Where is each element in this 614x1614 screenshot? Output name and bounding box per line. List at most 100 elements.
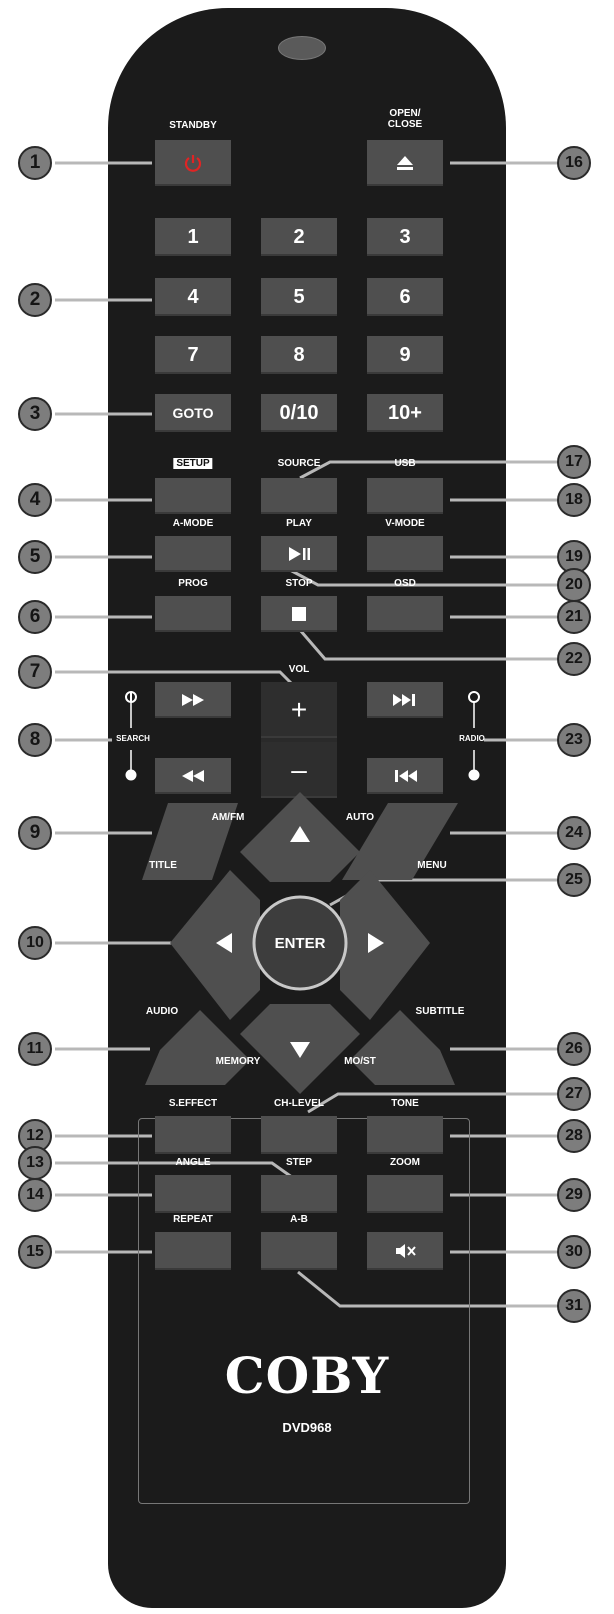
a-b-label: A-B xyxy=(290,1214,308,1225)
digit-4-button[interactable]: 4 xyxy=(155,278,231,316)
ir-window xyxy=(278,36,326,60)
angle-button[interactable] xyxy=(155,1175,231,1213)
radio-next-button[interactable] xyxy=(367,682,443,718)
nav-right-key[interactable] xyxy=(340,870,430,1020)
setup-label: SETUP xyxy=(173,458,213,469)
volume-up-button[interactable]: + xyxy=(261,682,337,738)
callout-21: 21 xyxy=(557,600,591,634)
volume-down-button[interactable]: – xyxy=(261,742,337,798)
source-button[interactable] xyxy=(261,478,337,514)
digit-9-button[interactable]: 9 xyxy=(367,336,443,374)
subtitle-label: SUBTITLE xyxy=(415,1006,465,1017)
digit-3-button[interactable]: 3 xyxy=(367,218,443,256)
subtitle-most-key[interactable] xyxy=(350,1010,455,1085)
angle-label: ANGLE xyxy=(175,1157,211,1168)
a-mode-button[interactable] xyxy=(155,536,231,572)
callout-29: 29 xyxy=(557,1178,591,1212)
a-b-button[interactable] xyxy=(261,1232,337,1270)
search-backward-button[interactable] xyxy=(155,758,231,794)
callout-17: 17 xyxy=(557,445,591,479)
digit-7-button[interactable]: 7 xyxy=(155,336,231,374)
v-mode-button[interactable] xyxy=(367,536,443,572)
step-button[interactable] xyxy=(261,1175,337,1213)
usb-button[interactable] xyxy=(367,478,443,514)
s-effect-button[interactable] xyxy=(155,1116,231,1154)
model-number: DVD968 xyxy=(282,1420,332,1435)
tone-button[interactable] xyxy=(367,1116,443,1154)
mute-button[interactable] xyxy=(367,1232,443,1270)
power-icon xyxy=(184,155,202,172)
ch-level-label: CH-LEVEL xyxy=(274,1098,324,1109)
prog-label: PROG xyxy=(178,578,208,589)
callout-10: 10 xyxy=(18,926,52,960)
zoom-button[interactable] xyxy=(367,1175,443,1213)
callout-13: 13 xyxy=(18,1146,52,1180)
play-pause-button[interactable] xyxy=(261,536,337,572)
repeat-label: REPEAT xyxy=(173,1214,213,1225)
title-label: TITLE xyxy=(149,860,177,871)
stop-button[interactable] xyxy=(261,596,337,632)
callout-26: 26 xyxy=(557,1032,591,1066)
callout-4: 4 xyxy=(18,483,52,517)
callout-27: 27 xyxy=(557,1077,591,1111)
s-effect-label: S.EFFECT xyxy=(168,1098,218,1109)
open-close-button[interactable] xyxy=(367,140,443,186)
skip-previous-icon xyxy=(395,770,417,782)
am-fm-title-key[interactable] xyxy=(142,803,238,880)
callout-30: 30 xyxy=(557,1235,591,1269)
search-label: SEARCH xyxy=(116,734,150,743)
up-arrow-icon xyxy=(290,826,310,842)
osd-button[interactable] xyxy=(367,596,443,632)
callout-3: 3 xyxy=(18,397,52,431)
open-close-label: OPEN/ CLOSE xyxy=(387,108,423,130)
callout-9: 9 xyxy=(18,816,52,850)
eject-icon xyxy=(397,156,413,170)
skip-next-icon xyxy=(393,694,415,706)
audio-memory-key[interactable] xyxy=(145,1010,250,1085)
enter-button[interactable]: ENTER xyxy=(274,934,326,952)
callout-28: 28 xyxy=(557,1119,591,1153)
callout-15: 15 xyxy=(18,1235,52,1269)
goto-button[interactable]: GOTO xyxy=(155,394,231,432)
callout-22: 22 xyxy=(557,642,591,676)
usb-label: USB xyxy=(394,458,416,469)
menu-label: MENU xyxy=(417,860,447,871)
repeat-button[interactable] xyxy=(155,1232,231,1270)
callout-23: 23 xyxy=(557,723,591,757)
ten-plus-button[interactable]: 10+ xyxy=(367,394,443,432)
ch-level-button[interactable] xyxy=(261,1116,337,1154)
right-arrow-icon xyxy=(368,933,384,953)
digit-8-button[interactable]: 8 xyxy=(261,336,337,374)
prog-button[interactable] xyxy=(155,596,231,632)
callout-14: 14 xyxy=(18,1178,52,1212)
digit-5-button[interactable]: 5 xyxy=(261,278,337,316)
tone-label: TONE xyxy=(391,1098,419,1109)
digit-6-button[interactable]: 6 xyxy=(367,278,443,316)
digit-2-button[interactable]: 2 xyxy=(261,218,337,256)
audio-label: AUDIO xyxy=(145,1006,179,1017)
callout-25: 25 xyxy=(557,863,591,897)
v-mode-label: V-MODE xyxy=(385,518,425,529)
mute-icon xyxy=(396,1244,416,1258)
callout-2: 2 xyxy=(18,283,52,317)
standby-button[interactable] xyxy=(155,140,231,186)
brand-logo: COBY xyxy=(224,1346,390,1405)
zero-ten-button[interactable]: 0/10 xyxy=(261,394,337,432)
a-mode-label: A-MODE xyxy=(172,518,214,529)
step-label: STEP xyxy=(285,1157,313,1168)
callout-16: 16 xyxy=(557,146,591,180)
digit-1-button[interactable]: 1 xyxy=(155,218,231,256)
mo-st-label: MO/ST xyxy=(344,1056,376,1067)
setup-button[interactable] xyxy=(155,478,231,514)
standby-label: STANDBY xyxy=(169,120,217,131)
radio-prev-button[interactable] xyxy=(367,758,443,794)
callout-24: 24 xyxy=(557,816,591,850)
search-forward-button[interactable] xyxy=(155,682,231,718)
nav-left-key[interactable] xyxy=(170,870,260,1020)
auto-menu-key[interactable] xyxy=(342,803,458,880)
down-arrow-icon xyxy=(290,1042,310,1058)
callout-20: 20 xyxy=(557,568,591,602)
rewind-icon xyxy=(182,770,204,782)
